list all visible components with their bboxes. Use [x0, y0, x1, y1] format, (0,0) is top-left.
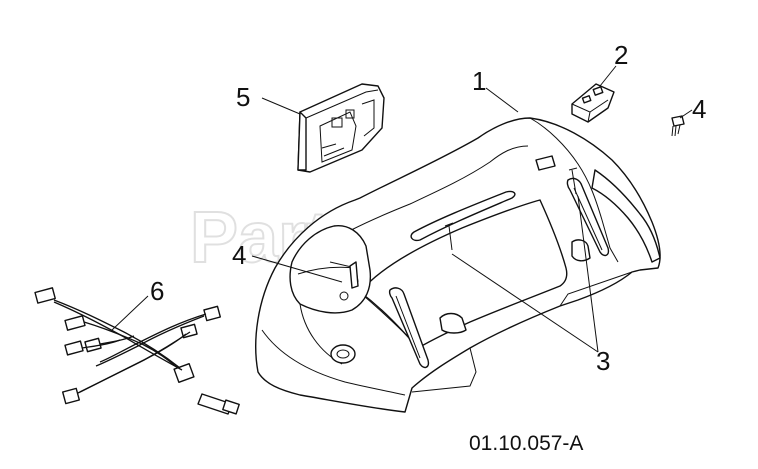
leader-3b — [577, 195, 599, 353]
screw-part-right — [671, 115, 685, 137]
leader-4-right — [679, 109, 693, 119]
pin-parts — [444, 167, 578, 251]
leader-2 — [599, 65, 617, 87]
callout-4-left: 4 — [232, 240, 246, 270]
instrument-cover — [297, 83, 385, 173]
leader-5 — [261, 97, 301, 115]
leader-4-left — [251, 255, 343, 283]
callout-3: 3 — [596, 346, 610, 376]
switch-part — [571, 83, 615, 123]
hood-panel — [255, 117, 661, 413]
callout-2: 2 — [614, 40, 628, 70]
leader-1 — [485, 87, 519, 113]
callout-5: 5 — [236, 82, 250, 112]
wire-harness — [34, 287, 240, 415]
leader-6 — [111, 295, 149, 331]
callout-1: 1 — [472, 66, 486, 96]
diagram-reference-number: 01.10.057-A — [469, 432, 583, 455]
leader-lines — [111, 65, 693, 353]
screw-part-left — [349, 261, 359, 289]
leader-3a — [451, 253, 599, 353]
callout-4-right: 4 — [692, 94, 706, 124]
callout-6: 6 — [150, 276, 164, 306]
